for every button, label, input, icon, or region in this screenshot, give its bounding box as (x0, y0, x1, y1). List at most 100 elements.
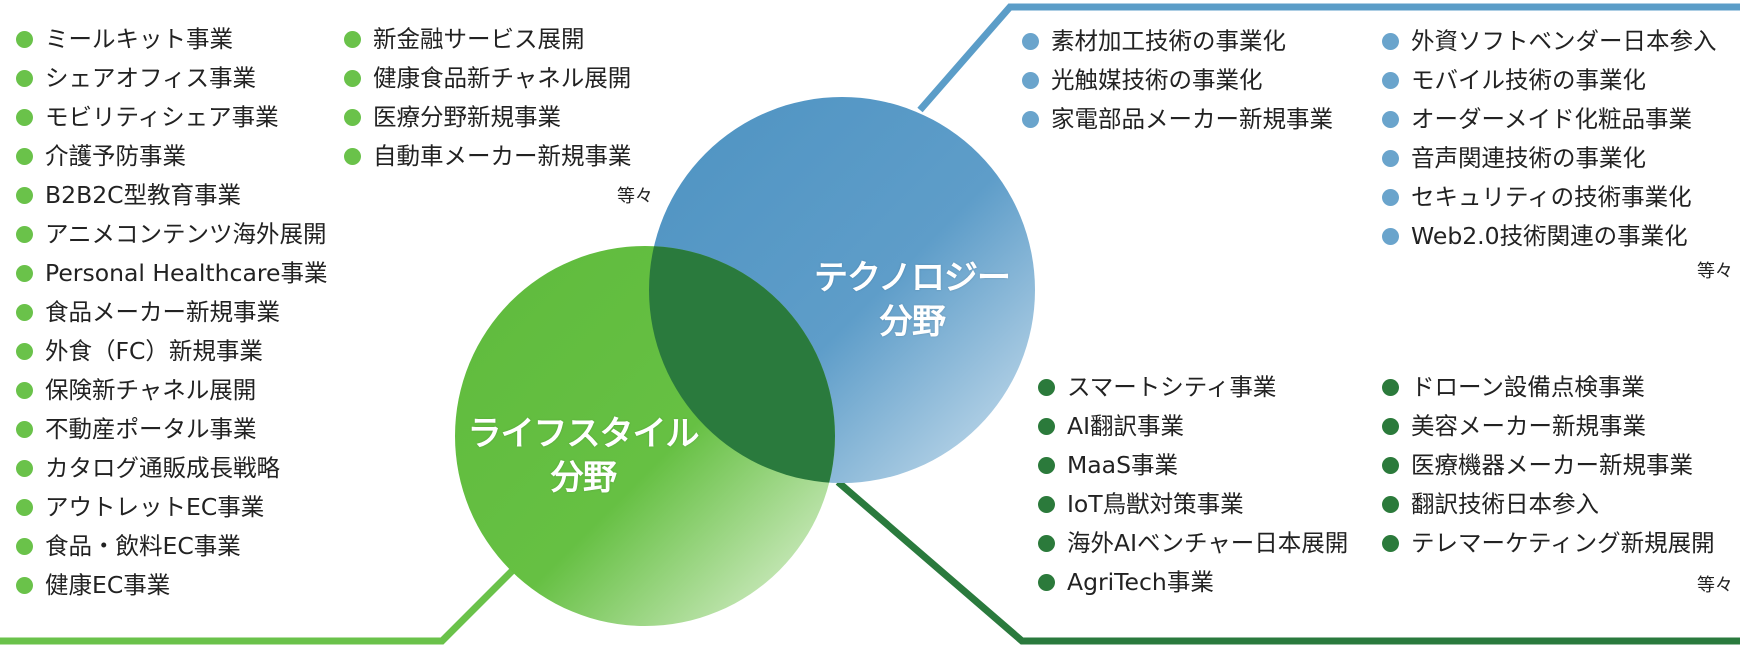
list-item: 光触媒技術の事業化 (1022, 61, 1333, 100)
list-item-label: 新金融サービス展開 (373, 25, 585, 53)
list-item-label: 保険新チャネル展開 (45, 376, 257, 404)
list-item-label: ミールキット事業 (45, 25, 233, 53)
list-item-label: モビリティシェア事業 (45, 103, 279, 131)
list-item-label: モバイル技術の事業化 (1411, 66, 1646, 94)
list-item: 自動車メーカー新規事業 (344, 137, 632, 176)
list-item-label: 外資ソフトベンダー日本参入 (1411, 27, 1717, 55)
list-item: AI翻訳事業 (1038, 407, 1348, 446)
list-item: 音声関連技術の事業化 (1382, 139, 1717, 178)
technology-list-col1: 素材加工技術の事業化 光触媒技術の事業化 家電部品メーカー新規事業 (1022, 22, 1333, 139)
lifestyle-label-line2: 分野 (550, 458, 617, 498)
list-item-label: セキュリティの技術事業化 (1411, 183, 1692, 211)
bullet-dot (1382, 150, 1399, 167)
bullet-dot (1038, 535, 1055, 552)
list-item-label: テレマーケティング新規展開 (1411, 529, 1715, 557)
list-item: カタログ通販成長戦略 (16, 449, 327, 488)
overlap-connector-line (835, 479, 1740, 645)
bullet-dot (16, 304, 33, 321)
list-item-label: 家電部品メーカー新規事業 (1051, 105, 1333, 133)
list-item-label: Personal Healthcare事業 (45, 259, 328, 287)
bullet-dot (1382, 457, 1399, 474)
list-item: 食品・飲料EC事業 (16, 527, 327, 566)
bullet-dot (1038, 574, 1055, 591)
technology-label-line1: テクノロジー (814, 258, 1011, 298)
list-item-label: オーダーメイド化粧品事業 (1411, 105, 1693, 133)
bullet-dot (16, 31, 33, 48)
bullet-dot (16, 70, 33, 87)
list-item: ドローン設備点検事業 (1382, 368, 1715, 407)
bullet-dot (1038, 457, 1055, 474)
list-item-label: 翻訳技術日本参入 (1411, 490, 1599, 518)
overlap-region (649, 246, 835, 483)
bullet-dot (16, 382, 33, 399)
bullet-dot (344, 70, 361, 87)
list-item: 健康EC事業 (16, 566, 327, 605)
list-item: 食品メーカー新規事業 (16, 293, 327, 332)
bullet-dot (16, 577, 33, 594)
bullet-dot (1382, 535, 1399, 552)
list-item-label: アニメコンテンツ海外展開 (45, 220, 327, 248)
bullet-dot (1382, 189, 1399, 206)
list-item-label: 外食（FC）新規事業 (45, 337, 263, 365)
bullet-dot (1022, 111, 1039, 128)
list-item-label: 美容メーカー新規事業 (1411, 412, 1646, 440)
lifestyle-list-col1: ミールキット事業 シェアオフィス事業 モビリティシェア事業 介護予防事業 B2B… (16, 20, 327, 605)
bullet-dot (1038, 496, 1055, 513)
list-item-label: 不動産ポータル事業 (45, 415, 257, 443)
technology-connector-line (917, 3, 1740, 113)
list-item: 介護予防事業 (16, 137, 327, 176)
list-item: 医療分野新規事業 (344, 98, 632, 137)
bullet-dot (16, 538, 33, 555)
list-item: セキュリティの技術事業化 (1382, 178, 1717, 217)
bullet-dot (1382, 418, 1399, 435)
list-item: シェアオフィス事業 (16, 59, 327, 98)
list-item-label: 食品・飲料EC事業 (45, 532, 241, 560)
list-item-label: 健康EC事業 (45, 571, 171, 599)
technology-field-label: テクノロジー 分野 (812, 256, 1012, 344)
list-item-label: IoT鳥獣対策事業 (1067, 490, 1244, 518)
bullet-dot (1382, 228, 1399, 245)
list-item-label: 海外AIベンチャー日本展開 (1067, 529, 1349, 557)
bullet-dot (16, 265, 33, 282)
technology-label-line2: 分野 (879, 302, 946, 342)
list-item-label: アウトレットEC事業 (45, 493, 265, 521)
list-item: 健康食品新チャネル展開 (344, 59, 632, 98)
bullet-dot (344, 109, 361, 126)
list-item: アウトレットEC事業 (16, 488, 327, 527)
bullet-dot (16, 187, 33, 204)
list-item-label: B2B2C型教育事業 (45, 181, 242, 209)
bullet-dot (16, 499, 33, 516)
list-item: IoT鳥獣対策事業 (1038, 485, 1348, 524)
bullet-dot (1038, 379, 1055, 396)
list-item-label: AgriTech事業 (1067, 568, 1214, 596)
list-item: モビリティシェア事業 (16, 98, 327, 137)
list-item: 不動産ポータル事業 (16, 410, 327, 449)
bullet-dot (16, 226, 33, 243)
bullet-dot (16, 148, 33, 165)
bullet-dot (344, 31, 361, 48)
bullet-dot (1382, 379, 1399, 396)
bullet-dot (1022, 33, 1039, 50)
list-item: オーダーメイド化粧品事業 (1382, 100, 1717, 139)
list-item: Web2.0技術関連の事業化 (1382, 217, 1717, 256)
lifestyle-field-label: ライフスタイル 分野 (463, 412, 703, 500)
list-item-label: カタログ通販成長戦略 (45, 454, 280, 482)
list-item-label: 介護予防事業 (45, 142, 186, 170)
list-item: スマートシティ事業 (1038, 368, 1348, 407)
bullet-dot (344, 148, 361, 165)
bullet-dot (1038, 418, 1055, 435)
list-item-label: MaaS事業 (1067, 451, 1178, 479)
lifestyle-list-col2: 新金融サービス展開 健康食品新チャネル展開 医療分野新規事業 自動車メーカー新規… (344, 20, 632, 176)
list-item: モバイル技術の事業化 (1382, 61, 1717, 100)
bullet-dot (1022, 72, 1039, 89)
list-item-label: 健康食品新チャネル展開 (373, 64, 632, 92)
list-item: 翻訳技術日本参入 (1382, 485, 1715, 524)
bullet-dot (1382, 111, 1399, 128)
list-item-label: シェアオフィス事業 (45, 64, 257, 92)
list-item-label: スマートシティ事業 (1067, 373, 1277, 401)
bullet-dot (16, 343, 33, 360)
technology-etc-note: 等々 (1697, 261, 1733, 282)
list-item-label: 医療機器メーカー新規事業 (1411, 451, 1693, 479)
bullet-dot (1382, 496, 1399, 513)
